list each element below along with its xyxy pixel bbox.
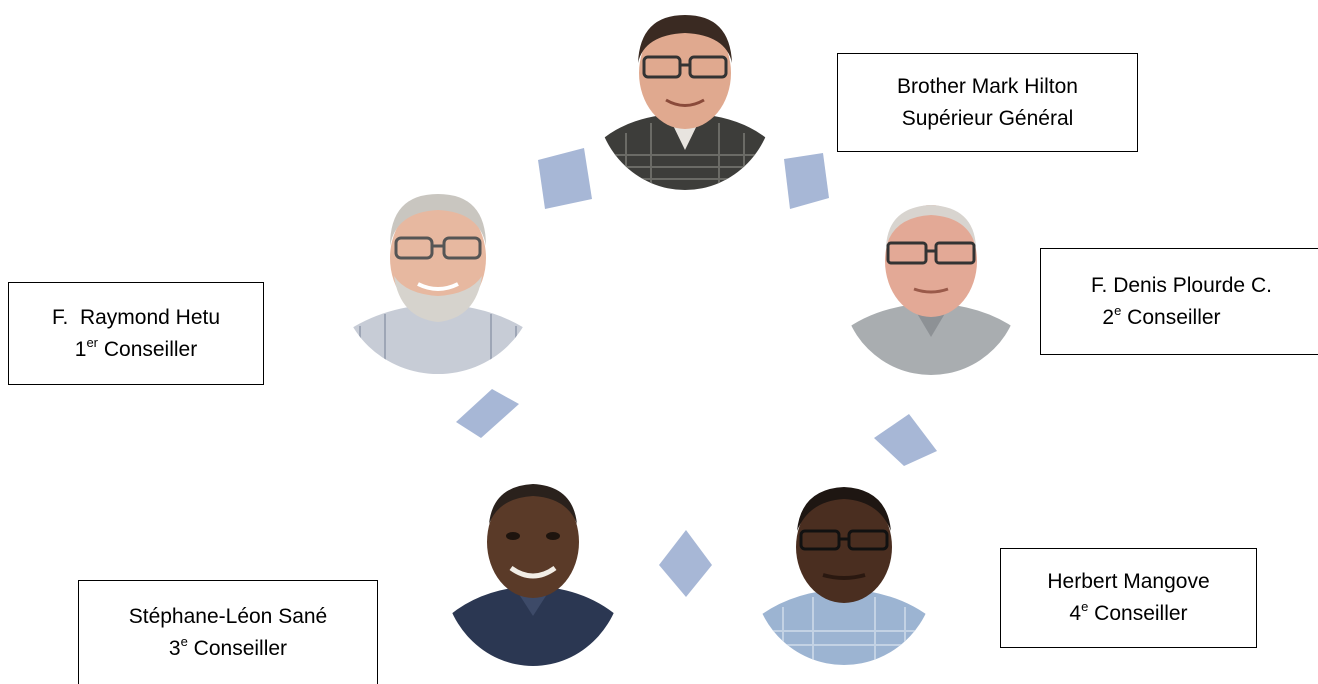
- connector-shape: [784, 153, 829, 209]
- portrait-hilton: [596, 5, 774, 190]
- caption-box-mangove: Herbert Mangove 4e Conseiller: [1000, 548, 1257, 648]
- member-name: Brother Mark Hilton: [897, 74, 1078, 98]
- role-title: Conseiller: [98, 337, 198, 361]
- caption-box-hilton: Brother Mark Hilton Supérieur Général: [837, 53, 1138, 152]
- role-title: Conseiller: [1121, 305, 1221, 329]
- connector-shape: [659, 530, 712, 597]
- member-name: F. Denis Plourde C.: [1091, 273, 1272, 297]
- member-name: Stéphane-Léon Sané: [128, 604, 328, 628]
- member-role: Supérieur Général: [838, 103, 1137, 135]
- portrait-photo-icon: [842, 197, 1020, 375]
- role-ordinal-suffix: e: [1081, 599, 1089, 614]
- role-ordinal: 3: [168, 636, 181, 660]
- role-title: Conseiller: [187, 636, 288, 660]
- caption-box-hetu: F. Raymond Hetu 1er Conseiller: [8, 282, 264, 385]
- portrait-mangove: [753, 481, 935, 665]
- role-ordinal: 1: [74, 337, 87, 361]
- portrait-photo-icon: [443, 476, 623, 666]
- portrait-hetu: [340, 186, 536, 374]
- connector-shape: [456, 389, 519, 438]
- member-role: 3e Conseiller: [79, 633, 377, 665]
- portrait-plourde: [842, 197, 1020, 375]
- portrait-photo-icon: [340, 186, 536, 374]
- portrait-photo-icon: [753, 481, 935, 665]
- member-role: 1er Conseiller: [9, 334, 263, 366]
- role-ordinal-suffix: e: [1114, 302, 1122, 318]
- role-ordinal-suffix: er: [86, 334, 99, 350]
- role-ordinal: 2: [1102, 305, 1115, 329]
- member-role: 2e Conseiller: [993, 302, 1318, 334]
- role-title: Conseiller: [1088, 602, 1188, 625]
- caption-box-sane: Stéphane-Léon Sané 3e Conseiller: [78, 580, 378, 684]
- role-title: Supérieur Général: [901, 106, 1074, 130]
- caption-box-plourde: F. Denis Plourde C. 2e Conseiller: [1040, 248, 1318, 355]
- member-name: F. Raymond Hetu: [51, 305, 221, 329]
- connector-shape: [874, 414, 937, 466]
- member-name: Herbert Mangove: [1047, 570, 1210, 593]
- connector-shape: [538, 148, 592, 209]
- member-role: 4e Conseiller: [1001, 598, 1256, 630]
- role-ordinal: 4: [1069, 602, 1082, 625]
- role-ordinal-suffix: e: [180, 633, 188, 649]
- portrait-photo-icon: [596, 5, 774, 190]
- portrait-sane: [443, 476, 623, 666]
